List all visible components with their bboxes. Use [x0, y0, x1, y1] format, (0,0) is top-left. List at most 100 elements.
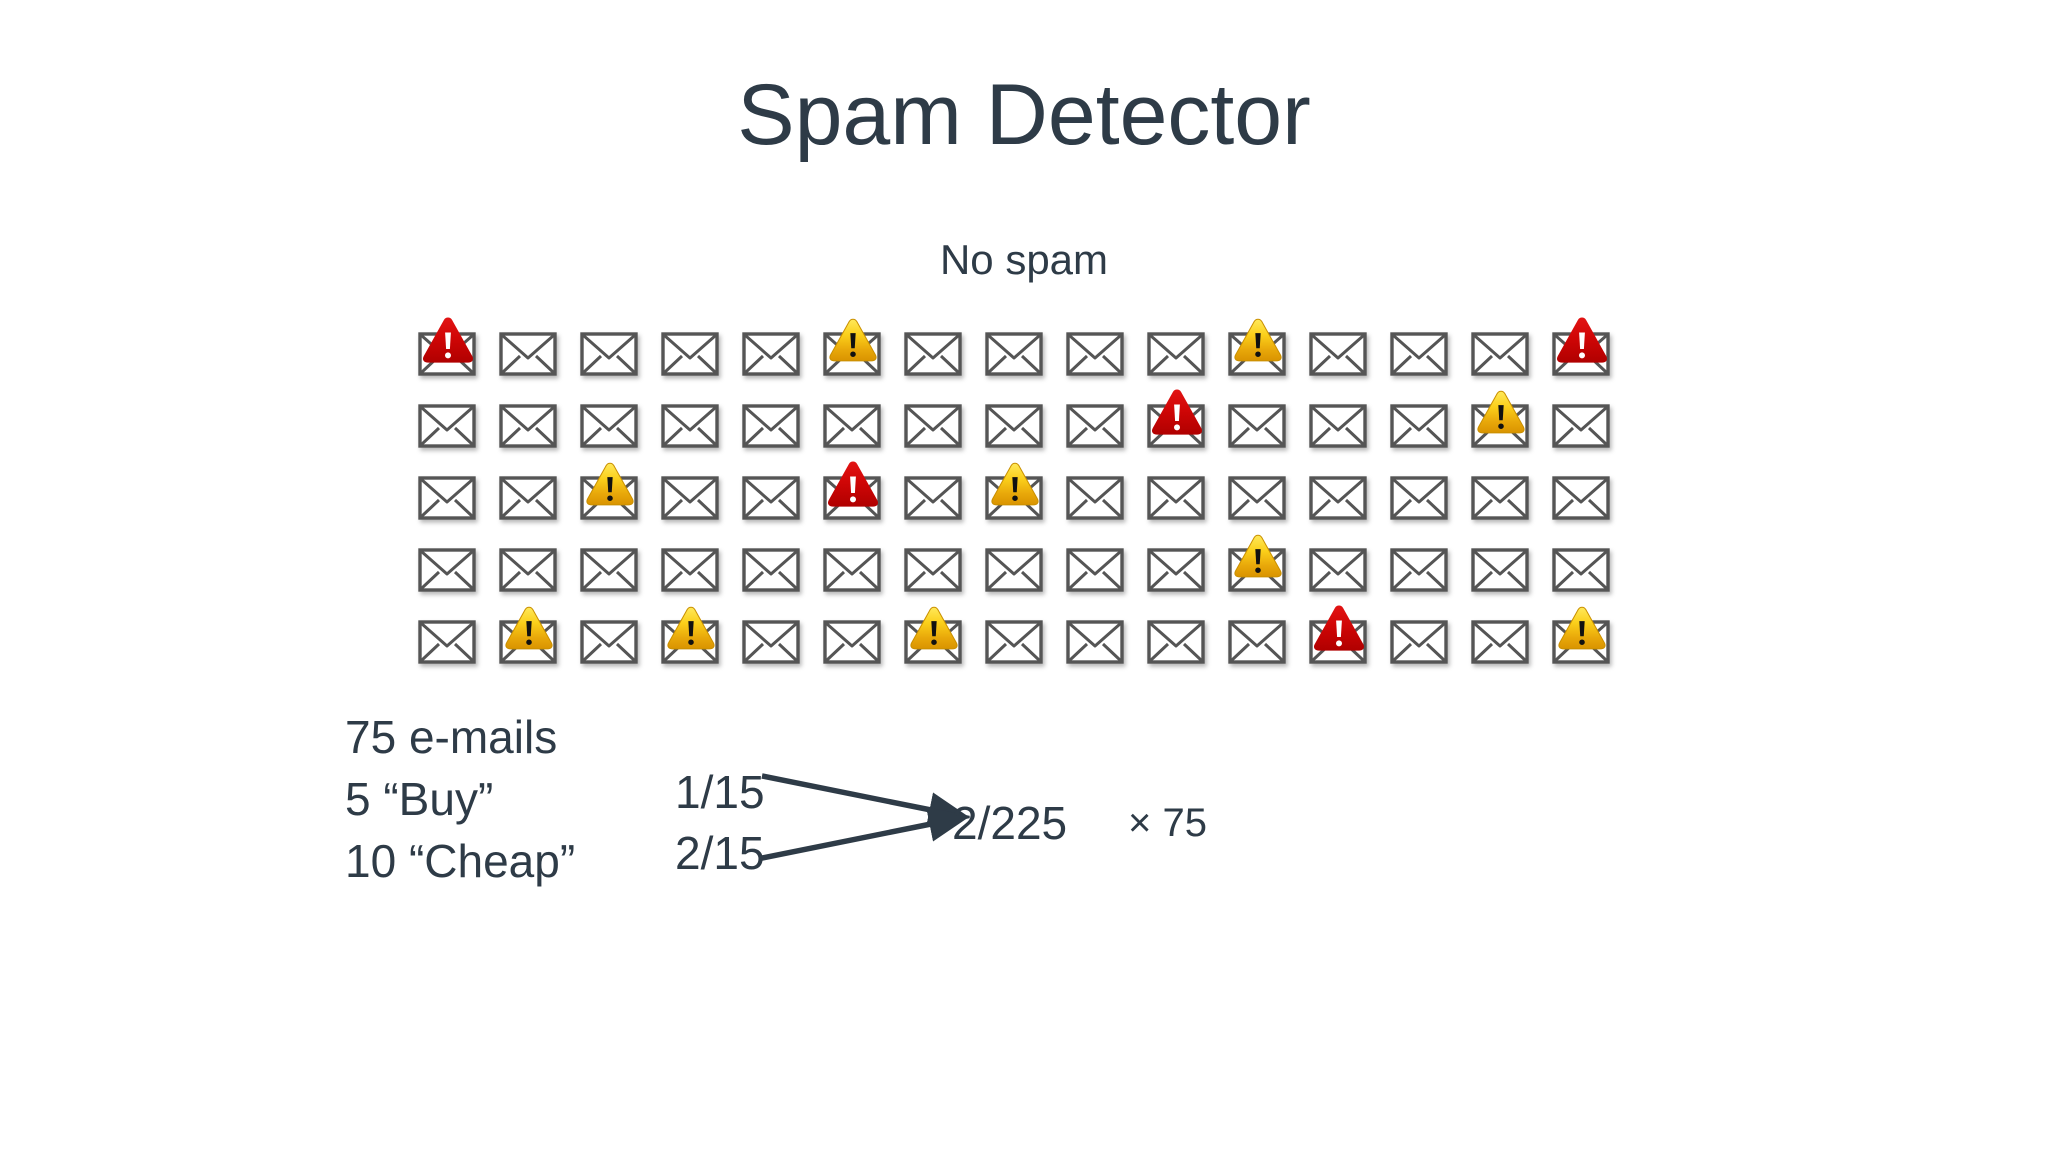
- email-cell[interactable]: [580, 462, 661, 534]
- email-cell[interactable]: [1390, 606, 1471, 678]
- email-cell[interactable]: [904, 318, 985, 390]
- envelope-icon: [1552, 404, 1610, 448]
- stat-cheap-count: 10 “Cheap”: [345, 835, 576, 887]
- email-cell[interactable]: [580, 318, 661, 390]
- envelope-icon: [1066, 332, 1124, 376]
- email-cell[interactable]: [985, 390, 1066, 462]
- email-cell[interactable]: [1309, 390, 1390, 462]
- email-cell[interactable]: [661, 606, 742, 678]
- email-cell[interactable]: [1471, 462, 1552, 534]
- email-cell[interactable]: [985, 318, 1066, 390]
- email-cell[interactable]: [1390, 462, 1471, 534]
- email-cell[interactable]: [1471, 534, 1552, 606]
- email-cell[interactable]: [661, 390, 742, 462]
- email-cell[interactable]: [823, 461, 904, 534]
- email-cell[interactable]: [1066, 462, 1147, 534]
- email-cell[interactable]: [985, 606, 1066, 678]
- email-cell[interactable]: [742, 534, 823, 606]
- email-grid-row: [418, 605, 1718, 678]
- email-cell[interactable]: [661, 462, 742, 534]
- email-cell[interactable]: [499, 606, 580, 678]
- email-cell[interactable]: [499, 462, 580, 534]
- email-cell[interactable]: [580, 534, 661, 606]
- email-cell[interactable]: [904, 390, 985, 462]
- email-cell[interactable]: [499, 318, 580, 390]
- email-cell[interactable]: [1309, 605, 1390, 678]
- email-cell[interactable]: [1471, 390, 1552, 462]
- envelope-icon: [580, 332, 638, 376]
- email-cell[interactable]: [1390, 534, 1471, 606]
- email-cell[interactable]: [823, 390, 904, 462]
- email-cell[interactable]: [1066, 318, 1147, 390]
- email-cell[interactable]: [1390, 318, 1471, 390]
- envelope-icon: [580, 620, 638, 664]
- email-cell[interactable]: [661, 534, 742, 606]
- email-cell[interactable]: [823, 606, 904, 678]
- email-cell[interactable]: [1471, 318, 1552, 390]
- email-cell[interactable]: [1147, 389, 1228, 462]
- email-cell[interactable]: [1228, 390, 1309, 462]
- envelope-icon: [499, 620, 557, 664]
- email-cell[interactable]: [580, 606, 661, 678]
- email-cell[interactable]: [1552, 390, 1633, 462]
- email-cell[interactable]: [418, 606, 499, 678]
- envelope-icon: [985, 476, 1043, 520]
- email-cell[interactable]: [1066, 606, 1147, 678]
- envelope-icon: [823, 332, 881, 376]
- email-cell[interactable]: [985, 534, 1066, 606]
- email-cell[interactable]: [580, 390, 661, 462]
- email-cell[interactable]: [742, 390, 823, 462]
- envelope-icon: [1390, 620, 1448, 664]
- email-cell[interactable]: [1147, 462, 1228, 534]
- email-cell[interactable]: [742, 606, 823, 678]
- envelope-icon: [823, 476, 881, 520]
- email-cell[interactable]: [1228, 318, 1309, 390]
- email-cell[interactable]: [1390, 390, 1471, 462]
- envelope-icon: [1228, 476, 1286, 520]
- email-cell[interactable]: [1552, 317, 1633, 390]
- email-cell[interactable]: [418, 462, 499, 534]
- email-cell[interactable]: [1066, 534, 1147, 606]
- email-cell[interactable]: [904, 534, 985, 606]
- envelope-icon: [1147, 332, 1205, 376]
- email-cell[interactable]: [904, 462, 985, 534]
- email-cell[interactable]: [823, 318, 904, 390]
- email-cell[interactable]: [985, 462, 1066, 534]
- envelope-icon: [1309, 620, 1367, 664]
- stat-buy-count: 5 “Buy”: [345, 773, 494, 825]
- email-cell[interactable]: [1309, 318, 1390, 390]
- email-cell[interactable]: [823, 534, 904, 606]
- stat-total-emails: 75 e-mails: [345, 711, 558, 763]
- email-cell[interactable]: [742, 462, 823, 534]
- email-cell[interactable]: [1228, 462, 1309, 534]
- email-cell[interactable]: [1552, 534, 1633, 606]
- envelope-icon: [1471, 404, 1529, 448]
- email-grid: [418, 317, 1718, 678]
- email-cell[interactable]: [1147, 606, 1228, 678]
- envelope-icon: [1066, 620, 1124, 664]
- email-cell[interactable]: [1309, 534, 1390, 606]
- envelope-icon: [661, 404, 719, 448]
- envelope-icon: [742, 476, 800, 520]
- email-cell[interactable]: [1552, 606, 1633, 678]
- envelope-icon: [1309, 476, 1367, 520]
- envelope-icon: [742, 404, 800, 448]
- email-cell[interactable]: [418, 390, 499, 462]
- email-cell[interactable]: [418, 317, 499, 390]
- email-cell[interactable]: [499, 390, 580, 462]
- envelope-icon: [823, 548, 881, 592]
- email-cell[interactable]: [1066, 390, 1147, 462]
- email-cell[interactable]: [1471, 606, 1552, 678]
- email-cell[interactable]: [1228, 606, 1309, 678]
- email-cell[interactable]: [904, 606, 985, 678]
- email-cell[interactable]: [1147, 318, 1228, 390]
- email-cell[interactable]: [499, 534, 580, 606]
- email-cell[interactable]: [661, 318, 742, 390]
- result-multiplier: × 75: [1128, 801, 1207, 845]
- email-cell[interactable]: [1552, 462, 1633, 534]
- email-cell[interactable]: [1147, 534, 1228, 606]
- email-cell[interactable]: [1228, 534, 1309, 606]
- email-cell[interactable]: [1309, 462, 1390, 534]
- email-cell[interactable]: [742, 318, 823, 390]
- email-cell[interactable]: [418, 534, 499, 606]
